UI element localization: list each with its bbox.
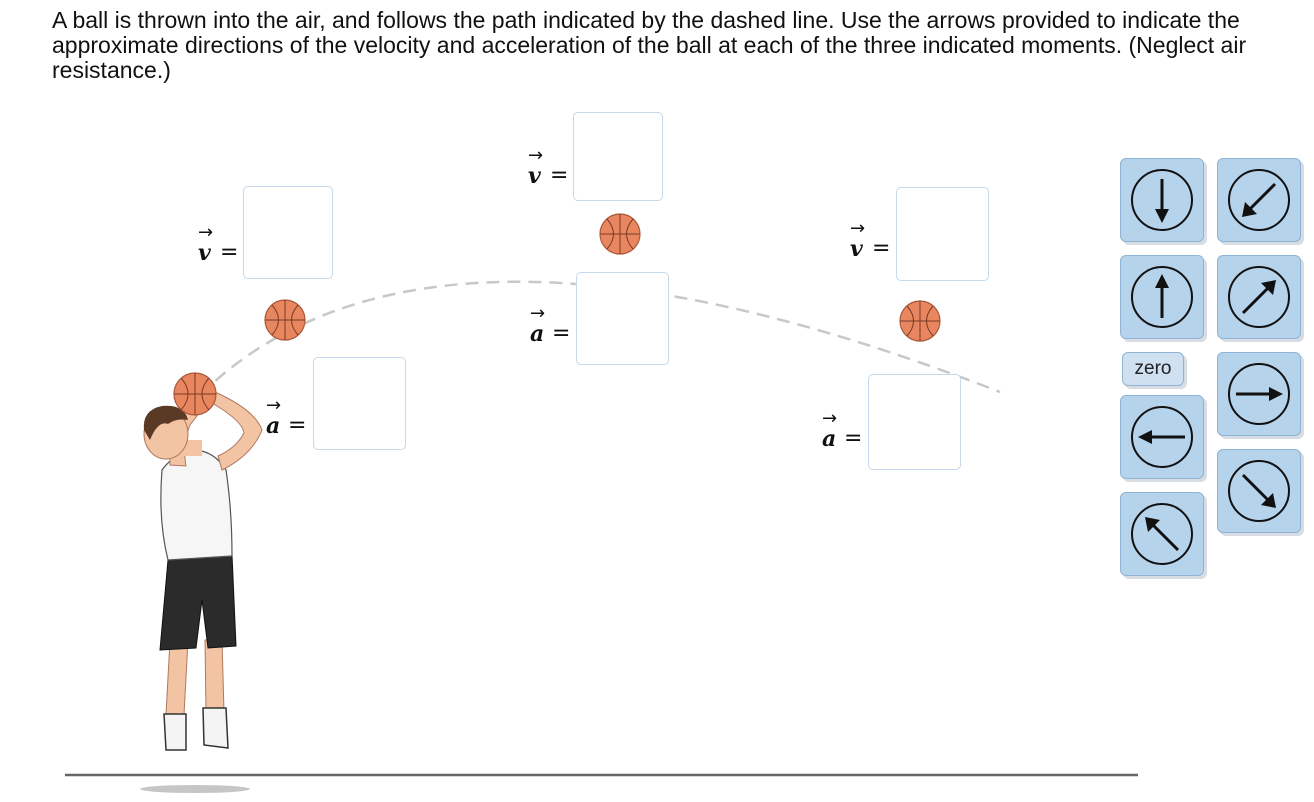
arrow-up-right-icon [1228,266,1290,328]
velocity-label-moment-2: → v = [528,145,588,193]
palette-tile-arrow-down[interactable] [1120,158,1204,242]
equals-sign: = [220,240,239,265]
velocity-symbol: v [850,236,863,262]
basketball-moment-3 [899,300,941,342]
basketball-moment-1 [264,299,306,341]
palette-tile-arrow-up[interactable] [1120,255,1204,339]
vector-arrow-symbol: → [198,222,214,243]
velocity-label-moment-3: → v = [850,218,910,266]
equals-sign: = [552,321,571,346]
velocity-symbol: v [528,163,541,189]
vector-arrow-symbol: → [850,218,866,239]
palette-tile-arrow-right[interactable] [1217,352,1301,436]
question-text: A ball is thrown into the air, and follo… [52,7,1247,83]
acceleration-symbol: a [822,426,837,452]
equals-sign: = [550,163,569,188]
acceleration-dropbox-moment-1[interactable] [313,357,406,450]
palette-tile-arrow-up-left[interactable] [1120,492,1204,576]
arrow-up-icon [1131,266,1193,328]
equals-sign: = [872,236,891,261]
vector-arrow-symbol: → [266,395,282,416]
arrow-down-right-icon [1228,460,1290,522]
vector-arrow-symbol: → [530,303,546,324]
acceleration-label-moment-3: → a = [822,408,882,456]
basketball-in-hands [173,372,217,416]
basketball-moment-2 [599,213,641,255]
acceleration-dropbox-moment-3[interactable] [868,374,961,470]
arrow-left-icon [1131,406,1193,468]
palette-tile-arrow-down-left[interactable] [1217,158,1301,242]
vector-arrow-symbol: → [822,408,838,429]
arrow-right-icon [1228,363,1290,425]
acceleration-label-moment-2: → a = [530,303,590,351]
basketball-player-figure [143,372,263,751]
velocity-symbol: v [198,240,211,266]
arrow-up-left-icon [1131,503,1193,565]
acceleration-symbol: a [530,321,545,347]
vector-arrow-symbol: → [528,145,544,166]
player-shadow [140,785,250,793]
acceleration-symbol: a [266,413,281,439]
palette-tile-arrow-left[interactable] [1120,395,1204,479]
velocity-dropbox-moment-3[interactable] [896,187,989,281]
palette-tile-arrow-up-right[interactable] [1217,255,1301,339]
velocity-dropbox-moment-2[interactable] [573,112,663,201]
equals-sign: = [844,426,863,451]
trajectory-path [199,280,1001,396]
acceleration-label-moment-1: → a = [266,395,326,443]
velocity-dropbox-moment-1[interactable] [243,186,333,279]
velocity-label-moment-1: → v = [198,222,258,270]
palette-tile-zero[interactable]: zero [1122,352,1184,386]
arrow-down-icon [1131,169,1193,231]
acceleration-dropbox-moment-2[interactable] [576,272,669,365]
equals-sign: = [288,413,307,438]
palette-tile-arrow-down-right[interactable] [1217,449,1301,533]
arrow-down-left-icon [1228,169,1290,231]
